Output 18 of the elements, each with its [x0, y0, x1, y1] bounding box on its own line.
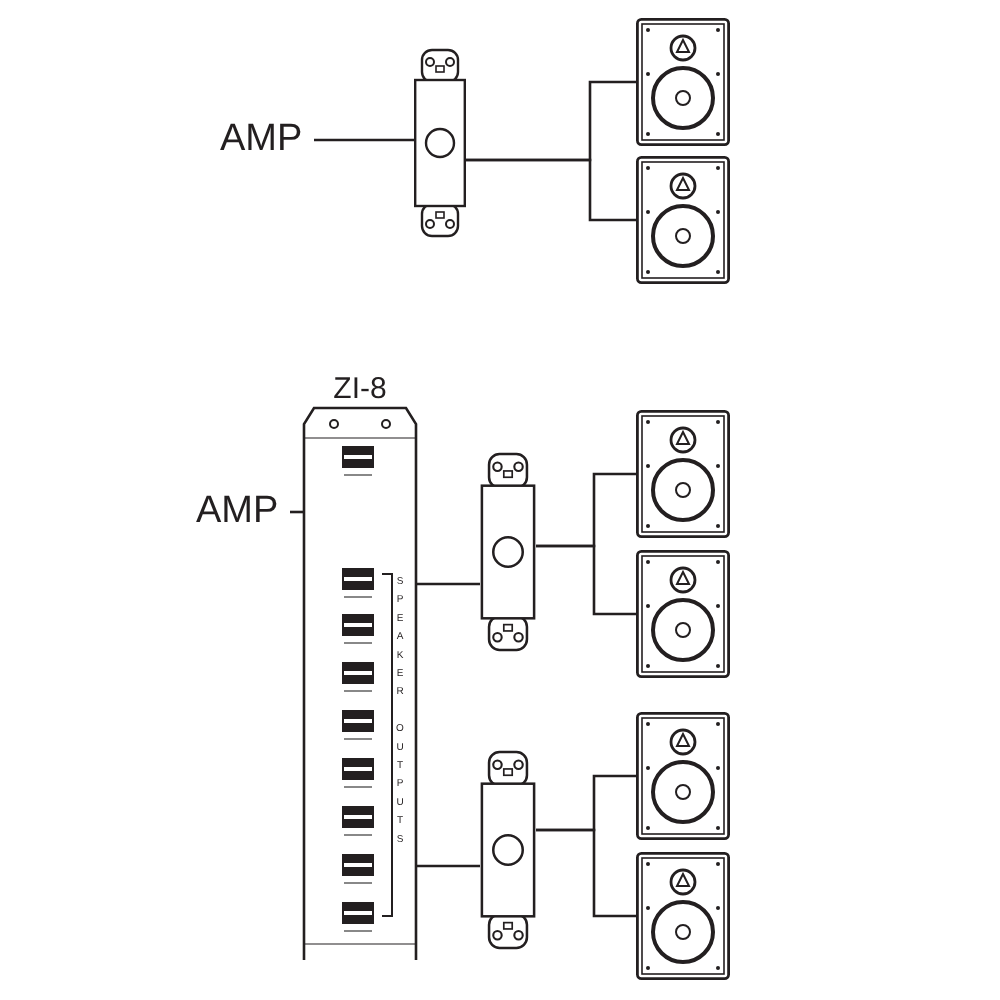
speaker-drawing: [636, 410, 730, 538]
amp-label: AMP: [220, 118, 314, 162]
wire: [466, 158, 636, 222]
volume-control-drawing: [480, 750, 536, 950]
volume-control-drawing: [414, 48, 466, 238]
wire: [536, 544, 636, 616]
speaker-drawing: [636, 852, 730, 980]
wire: [416, 582, 480, 586]
device-title: ZI-8: [331, 372, 389, 406]
wire: [416, 864, 480, 868]
wire: [536, 828, 636, 918]
amp-label: AMP: [196, 490, 290, 534]
speaker-drawing: [636, 712, 730, 840]
speaker-drawing: [636, 18, 730, 146]
speaker-drawing: [636, 550, 730, 678]
volume-control-drawing: [480, 452, 536, 652]
speaker-drawing: [636, 156, 730, 284]
wire: [314, 138, 414, 142]
